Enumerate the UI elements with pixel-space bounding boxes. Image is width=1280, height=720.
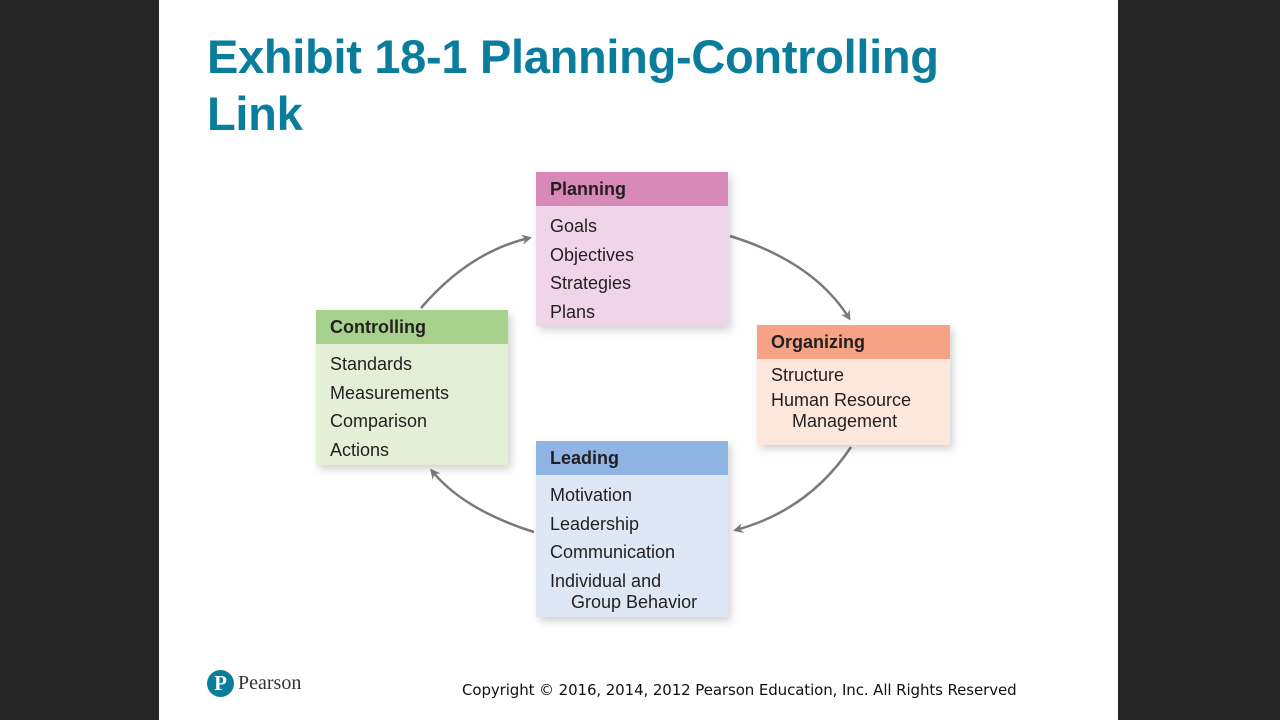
organizing-box: Organizing Structure Human Resource Mana…	[757, 325, 950, 445]
controlling-item-comparison: Comparison	[330, 411, 428, 431]
cycle-arrows	[420, 234, 853, 534]
controlling-item-measurements: Measurements	[330, 382, 450, 403]
planning-item-goals: Goals	[550, 216, 598, 236]
pearson-logo-icon: P	[207, 670, 234, 697]
pearson-logo-text: Pearson	[238, 672, 302, 694]
slide-title: Exhibit 18-1 Planning-Controlling Link	[207, 28, 1027, 142]
arrow-organizing-to-leading	[733, 446, 853, 533]
leading-box: Leading Motivation Leadership Communicat…	[536, 441, 728, 617]
title-line-2: Link	[207, 87, 303, 140]
arrow-controlling-to-planning	[420, 234, 532, 309]
controlling-item-standards: Standards	[330, 354, 413, 374]
arrow-planning-to-organizing	[729, 234, 851, 321]
planning-item-objectives: Objectives	[550, 244, 635, 265]
planning-header: Planning	[536, 172, 728, 206]
controlling-box: Controlling Standards Measurements Compa…	[316, 310, 508, 465]
arrow-leading-to-controlling	[430, 468, 535, 534]
title-line-1: Exhibit 18-1 Planning-Controlling	[207, 30, 939, 83]
controlling-item-actions: Actions	[330, 439, 390, 460]
organizing-header: Organizing	[757, 325, 950, 359]
pearson-logo: P Pearson	[207, 670, 301, 697]
leading-item-group-behavior: Individual and Group Behavior	[550, 570, 698, 612]
organizing-item-hrm: Human Resource Management	[771, 389, 912, 431]
slide: Exhibit 18-1 Planning-Controlling Link P…	[159, 0, 1118, 720]
copyright-notice: Copyright © 2016, 2014, 2012 Pearson Edu…	[462, 681, 1017, 699]
leading-header: Leading	[536, 441, 728, 475]
planning-box: Planning Goals Objectives Strategies Pla…	[536, 172, 728, 326]
leading-item-motivation: Motivation	[550, 485, 633, 505]
organizing-item-structure: Structure	[771, 365, 845, 385]
planning-item-strategies: Strategies	[550, 273, 632, 293]
leading-item-leadership: Leadership	[550, 513, 640, 534]
leading-item-communication: Communication	[550, 542, 676, 562]
controlling-header: Controlling	[316, 310, 508, 344]
planning-item-plans: Plans	[550, 301, 596, 322]
